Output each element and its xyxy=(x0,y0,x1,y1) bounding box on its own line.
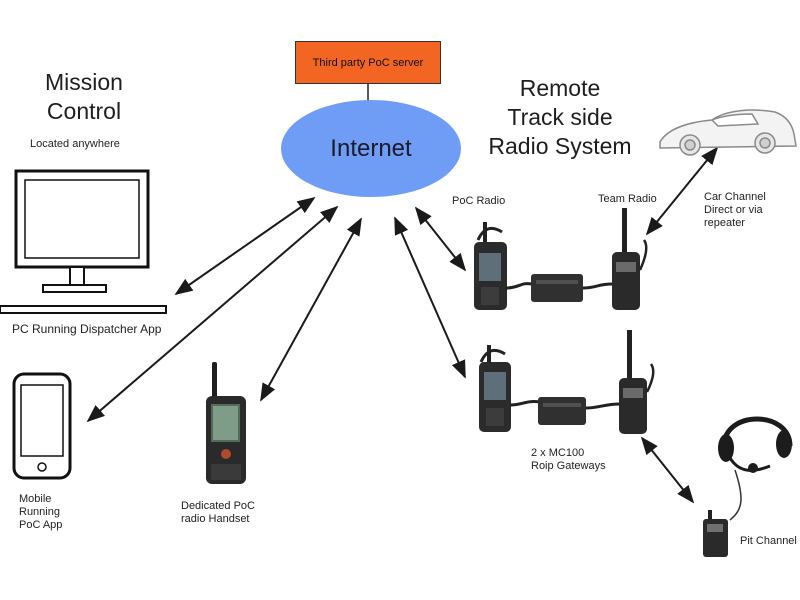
arrow-gateway-pit xyxy=(640,436,695,504)
remote-title-line2: Track side xyxy=(507,104,613,130)
poc-server-label: Third party PoC server xyxy=(312,56,424,69)
arrow-internet-poc-radio-bottom xyxy=(394,216,466,379)
poc-radio-label: PoC Radio xyxy=(452,195,506,207)
mission-control-title: Mission Control xyxy=(38,68,130,126)
monitor-icon xyxy=(0,169,167,314)
handset-label: Dedicated PoC radio Handset xyxy=(181,500,255,525)
mission-control-title-line1: Mission xyxy=(45,69,123,95)
mission-control-subtitle: Located anywhere xyxy=(30,138,120,150)
team-radio-lower-icon xyxy=(619,330,655,434)
car-channel-label: Car Channel Direct or via repeater xyxy=(704,191,766,229)
poc-radio-lower-icon xyxy=(479,345,511,432)
gateway-label: 2 x MC100 Roip Gateways xyxy=(531,447,606,472)
gateway-upper-icon xyxy=(505,274,613,302)
mission-control-title-line2: Control xyxy=(46,98,122,124)
poc-handset-icon xyxy=(206,362,246,484)
headset-icon xyxy=(718,416,793,521)
arrow-pc-internet xyxy=(174,196,316,296)
arrow-team-radio-car xyxy=(645,146,719,236)
arrow-internet-poc-radio-top xyxy=(414,206,467,272)
phone-icon xyxy=(12,372,72,480)
car-icon xyxy=(659,109,797,156)
remote-title-line3: Radio System xyxy=(488,133,632,159)
pit-channel-label: Pit Channel xyxy=(740,535,797,547)
team-radio-icon xyxy=(612,208,648,310)
pc-label: PC Running Dispatcher App xyxy=(12,322,162,336)
gateway-lower-icon xyxy=(509,397,621,425)
poc-radio-upper-icon xyxy=(474,222,507,310)
arrow-handset-internet xyxy=(260,217,362,402)
remote-title-line1: Remote xyxy=(519,75,601,101)
mobile-label: Mobile Running PoC App xyxy=(19,493,63,531)
team-radio-label: Team Radio xyxy=(598,193,657,205)
internet-label: Internet xyxy=(330,134,412,162)
poc-server-box: Third party PoC server xyxy=(295,41,441,84)
pit-radio-icon xyxy=(703,510,728,557)
remote-title: Remote Track side Radio System xyxy=(478,74,642,161)
internet-cloud: Internet xyxy=(281,100,461,197)
